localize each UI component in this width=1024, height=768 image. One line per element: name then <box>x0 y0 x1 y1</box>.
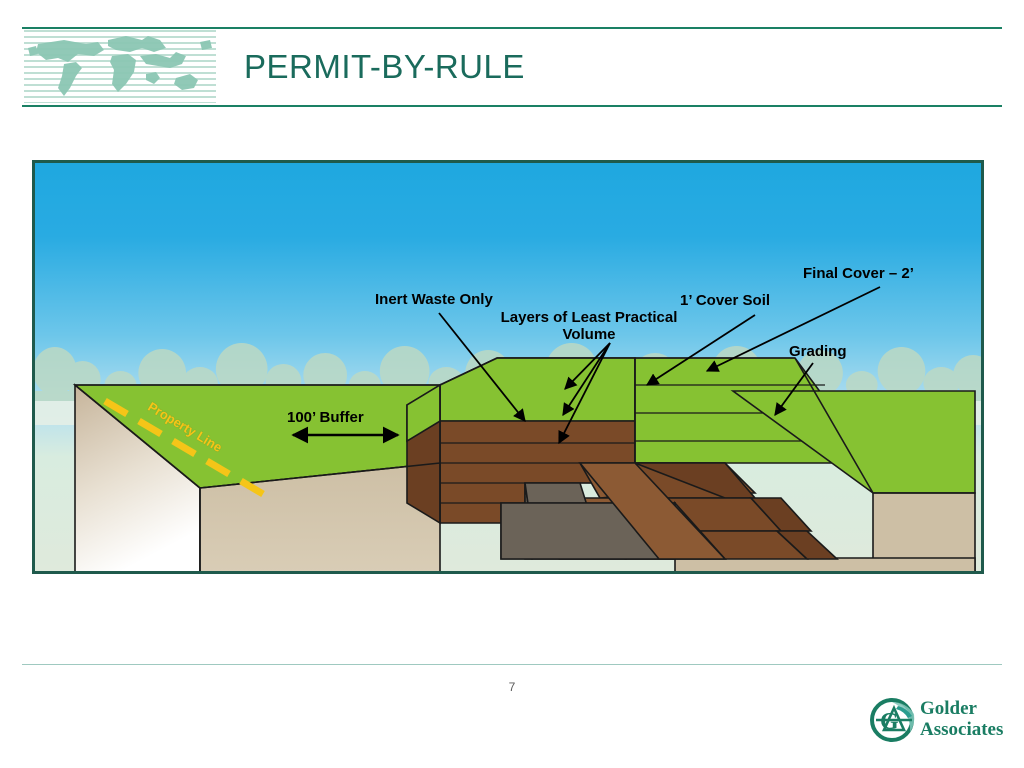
label-cover-soil: 1’ Cover Soil <box>680 292 771 309</box>
right-apron-outline <box>794 357 975 494</box>
leader-cover-soil <box>645 314 756 386</box>
waste-toe-slope <box>578 462 727 560</box>
brand-line-1: Golder <box>920 698 977 719</box>
header-rule-top <box>22 27 1002 29</box>
page-number: 7 <box>508 680 516 694</box>
brand-line-2: Associates <box>920 719 1004 740</box>
landfill-cross-section-illustration <box>72 286 976 571</box>
world-map-icon <box>24 30 216 103</box>
leader-layers-3 <box>558 342 611 445</box>
landfill-diagram: Inert Waste Only Layers of Least Practic… <box>32 160 984 574</box>
label-layers-least-practical-volume: Layers of Least Practical Volume <box>500 309 678 343</box>
leader-layers-2 <box>562 342 611 417</box>
leader-inert-waste <box>438 312 526 422</box>
label-grading: Grading <box>789 343 847 360</box>
label-final-cover: Final Cover – 2’ <box>803 265 914 282</box>
world-map-shape <box>28 36 212 96</box>
leader-grading <box>774 362 814 417</box>
brand-name: Golder Associates <box>920 698 1003 740</box>
label-inert-waste-only: Inert Waste Only <box>375 291 493 308</box>
footer-rule <box>22 664 1002 665</box>
slide-header: PERMIT-BY-RULE <box>0 0 1024 115</box>
header-rule-bottom <box>22 105 1002 107</box>
property-line-dashes <box>103 397 265 498</box>
leader-layers-1 <box>564 342 611 390</box>
leader-final-cover <box>705 286 881 372</box>
mound-cap-grass <box>439 357 636 422</box>
golder-associates-logo: G Golder Associates <box>868 696 1008 748</box>
bench-3-end <box>774 530 840 560</box>
page-title: PERMIT-BY-RULE <box>244 48 525 85</box>
label-buffer: 100’ Buffer <box>287 409 364 426</box>
bench-2-end <box>749 497 813 532</box>
foreground-native-soil <box>674 557 976 571</box>
callout-leaders <box>291 286 881 445</box>
golder-associates-globe-icon: G <box>870 698 915 742</box>
